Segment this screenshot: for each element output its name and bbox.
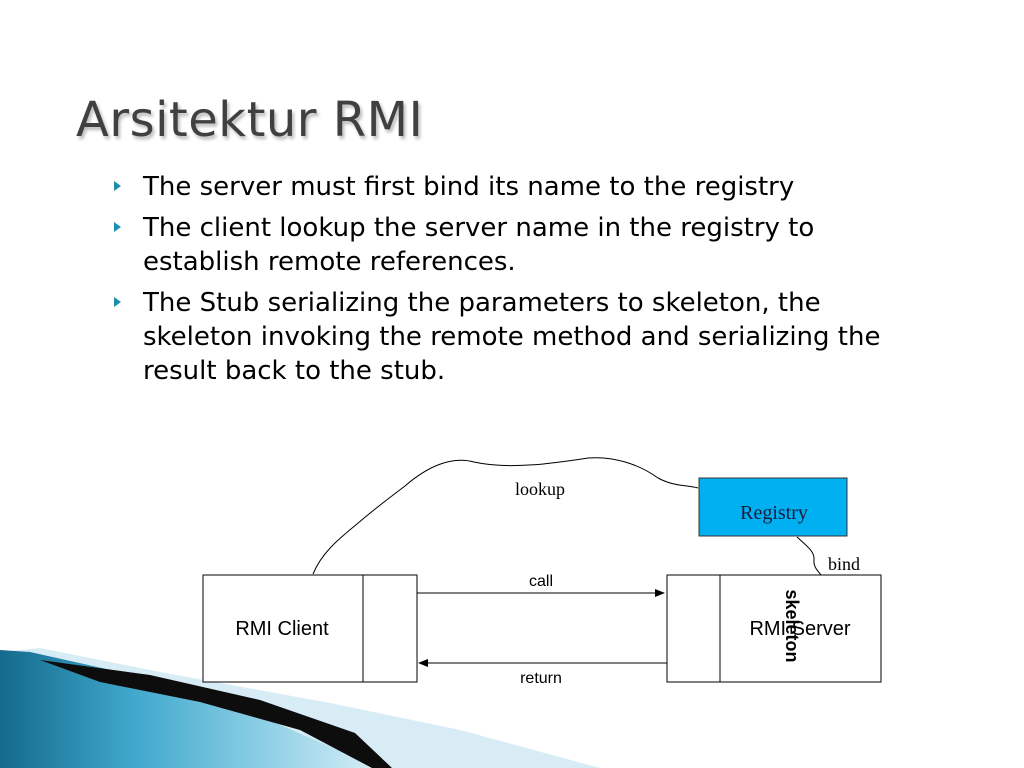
triangle-bullet-icon (114, 222, 121, 232)
rmi-server-label: RMI Server (749, 618, 850, 640)
registry-box (698, 477, 848, 537)
triangle-bullet-icon (114, 297, 121, 307)
return-label: return (520, 670, 562, 687)
bullet-text: The Stub serializing the parameters to s… (143, 288, 881, 386)
bullet-text: The client lookup the server name in the… (143, 213, 815, 277)
bullet-list: The server must first bind its name to t… (110, 170, 910, 395)
slide-title: Arsitektur RMI (76, 92, 424, 148)
rmi-client-box (202, 574, 418, 683)
rmi-server-box (666, 574, 882, 683)
triangle-bullet-icon (114, 181, 121, 191)
call-label: call (529, 573, 553, 590)
bind-label: bind (828, 554, 860, 574)
bullet-item: The Stub serializing the parameters to s… (110, 286, 910, 388)
rmi-client-label: RMI Client (235, 618, 329, 640)
bind-connector (796, 536, 822, 576)
lookup-label: lookup (515, 479, 565, 499)
bullet-item: The server must first bind its name to t… (110, 170, 910, 204)
registry-label: Registry (740, 502, 808, 524)
skeleton-label: skeleton (782, 589, 802, 662)
bullet-text: The server must first bind its name to t… (143, 172, 795, 202)
bullet-item: The client lookup the server name in the… (110, 211, 910, 279)
lookup-connector (312, 457, 699, 575)
